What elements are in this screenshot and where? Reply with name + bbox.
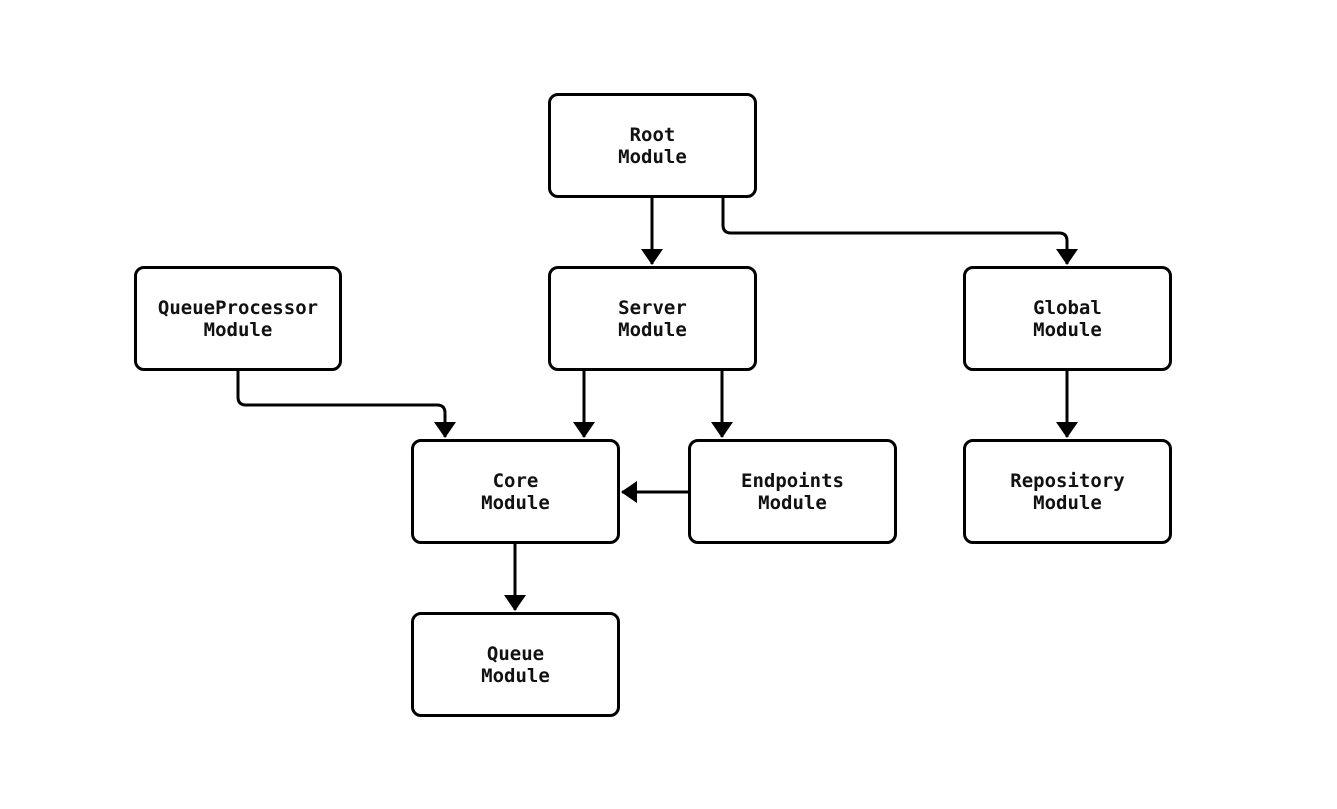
node-server-module-label: Server Module: [618, 296, 687, 341]
node-repository-module: Repository Module: [963, 439, 1172, 544]
node-endpoints-module: Endpoints Module: [688, 439, 897, 544]
node-core-module-label: Core Module: [481, 469, 550, 514]
edge-queueprocessor-to-core: [236, 371, 456, 438]
node-repository-module-label: Repository Module: [1010, 469, 1125, 514]
node-queueprocessor-module-label: QueueProcessor Module: [157, 296, 319, 341]
node-queue-module: Queue Module: [411, 612, 620, 717]
node-server-module: Server Module: [548, 266, 757, 371]
node-endpoints-module-label: Endpoints Module: [741, 469, 844, 514]
node-queue-module-label: Queue Module: [481, 642, 550, 687]
node-queueprocessor-module: QueueProcessor Module: [134, 266, 342, 371]
node-core-module: Core Module: [411, 439, 620, 544]
node-global-module-label: Global Module: [1033, 296, 1102, 341]
node-root-module-label: Root Module: [618, 123, 687, 168]
edge-root-to-global: [721, 198, 1078, 265]
node-global-module: Global Module: [963, 266, 1172, 371]
node-root-module: Root Module: [548, 93, 757, 198]
